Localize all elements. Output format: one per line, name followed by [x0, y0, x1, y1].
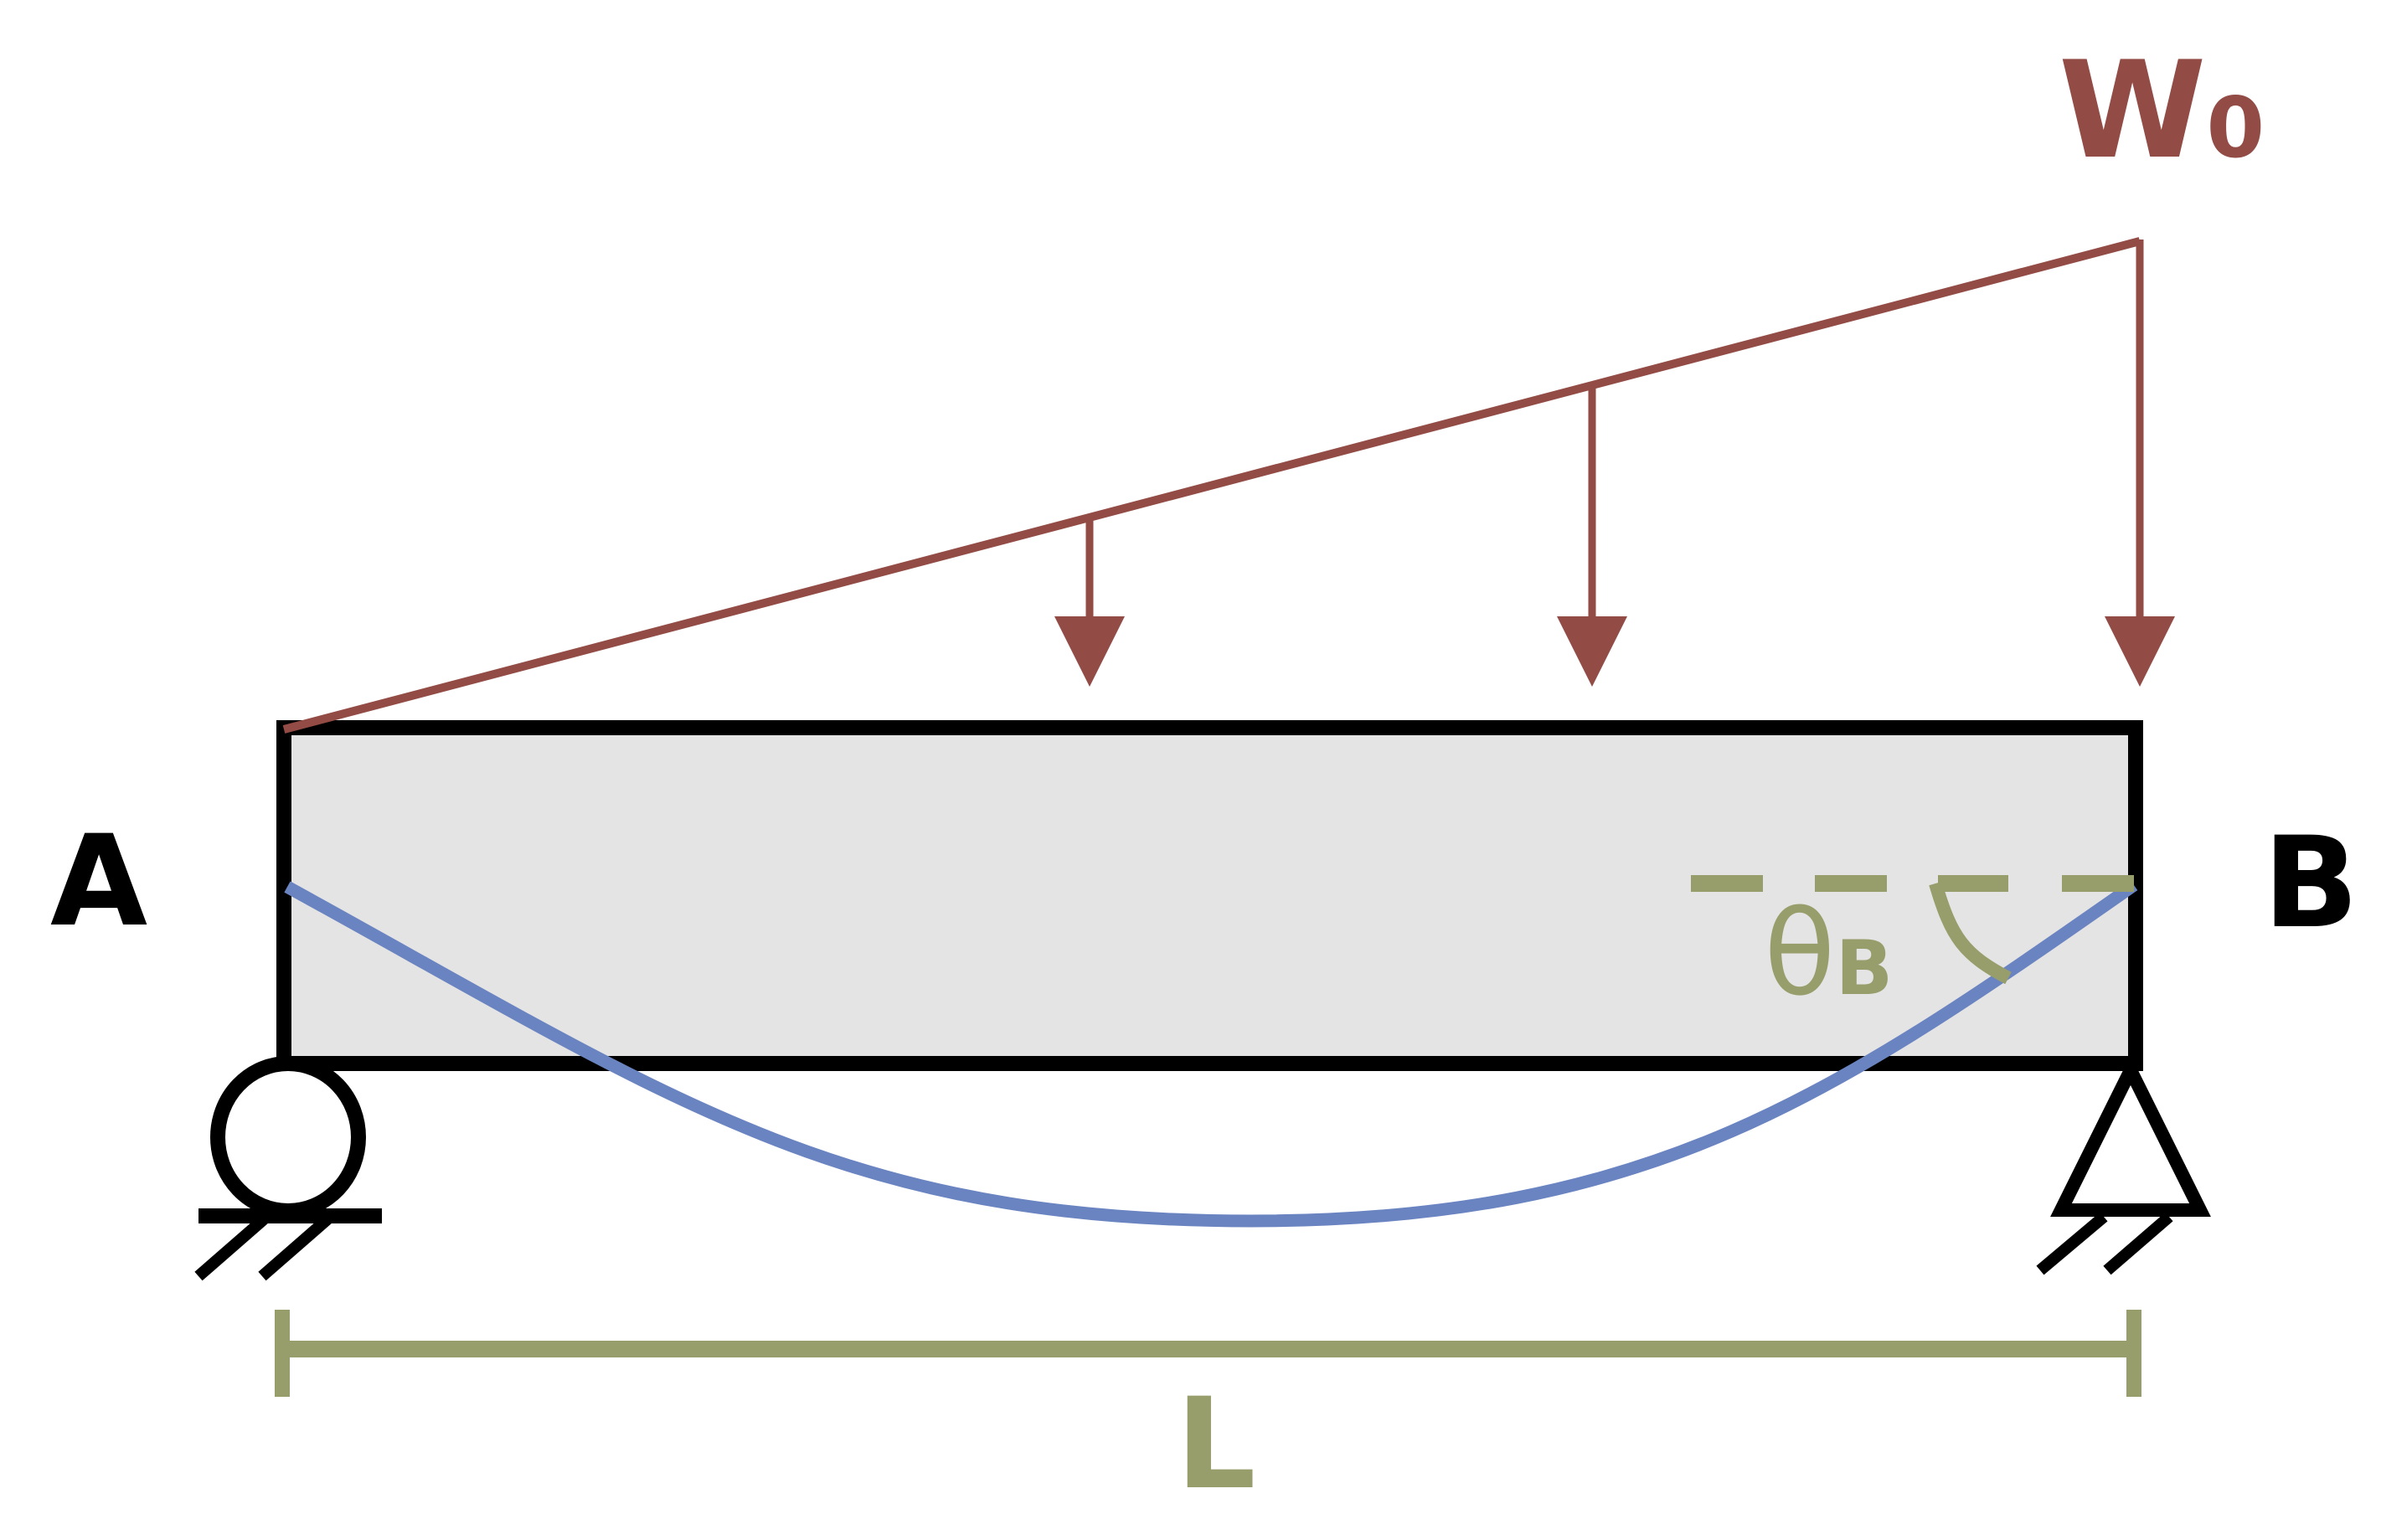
roller-icon [210, 1056, 366, 1218]
load-line [282, 237, 2141, 734]
slope-angle-arc [1929, 881, 2012, 985]
load-arrow-head-1 [1054, 616, 1125, 687]
load-subscript: 0 [2206, 79, 2265, 177]
label-w0: W0 [2059, 44, 2265, 178]
beam [276, 720, 2143, 1071]
label-b: B [2263, 811, 2359, 956]
label-a: A [50, 809, 148, 955]
slope-symbol: θ [1764, 886, 1836, 1022]
load-arrows [1054, 239, 2175, 687]
pin-triangle-icon [2050, 1055, 2211, 1217]
roller-support-a [194, 1056, 382, 1281]
label-theta-b: θB [1764, 896, 1893, 1013]
load-arrow-head-3 [2105, 616, 2175, 687]
deflection-curve [284, 879, 2138, 1228]
label-length: L [1176, 1372, 1256, 1517]
dimension-line [275, 1310, 2141, 1397]
load-symbol: W [2059, 32, 2207, 188]
slope-subscript: B [1835, 925, 1894, 1012]
pin-support-b [2036, 1055, 2211, 1275]
load-arrow-head-2 [1557, 616, 1627, 687]
